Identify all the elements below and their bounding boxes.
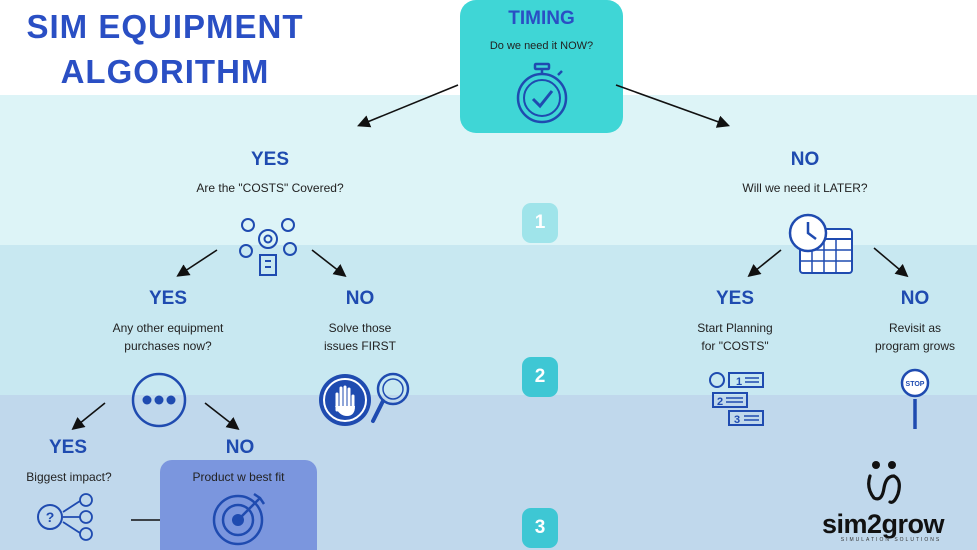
step-marker-2: 2 — [522, 357, 558, 397]
impact-options-icon: ? — [37, 493, 93, 541]
yes1-question: Are the "COSTS" Covered? — [196, 181, 344, 195]
no2-label: NO — [345, 288, 375, 309]
timing-question: Do we need it NOW? — [489, 40, 594, 52]
calendar-clock-icon — [788, 213, 853, 274]
svg-text:?: ? — [46, 509, 55, 525]
no2b-line1: Revisit as — [888, 321, 941, 335]
no3-question: Product w best fit — [192, 470, 285, 484]
timing-label: TIMING — [508, 8, 575, 29]
brand-logo-icon — [867, 461, 901, 504]
timing-box — [460, 0, 623, 133]
plan-number-3: 3 — [734, 414, 740, 426]
plan-number-2: 2 — [717, 396, 723, 408]
more-options-icon — [131, 372, 187, 428]
plan-number-1: 1 — [736, 376, 742, 388]
yes3-question: Biggest impact? — [26, 470, 112, 484]
page-title-line1: SIM EQUIPMENT — [26, 8, 304, 45]
step-marker-1: 1 — [522, 203, 558, 243]
yes2-line1: Any other equipment — [112, 321, 224, 335]
stop-sign-icon: STOP — [900, 368, 930, 429]
no2b-label: NO — [900, 288, 930, 309]
yes2-label: YES — [148, 288, 188, 309]
yes1-label: YES — [250, 149, 290, 170]
costs-icon — [239, 218, 297, 276]
no1-question: Will we need it LATER? — [742, 181, 868, 195]
planning-steps-icon: 1 2 3 — [709, 372, 764, 426]
no3-label: NO — [225, 437, 255, 458]
page-title-line2: ALGORITHM — [60, 53, 270, 90]
stopwatch-icon — [516, 62, 568, 124]
stop-sign-text: STOP — [906, 381, 925, 388]
no1-label: NO — [790, 149, 820, 170]
magnifier-icon — [371, 372, 410, 423]
stop-hand-icon — [319, 374, 371, 426]
yes2-line2: purchases now? — [124, 339, 212, 353]
no2-line1: Solve those — [328, 321, 392, 335]
yes2b-line2: for "COSTS" — [701, 339, 769, 353]
brand-name: sim2grow — [821, 509, 945, 539]
brand-tagline: SIMULATION SOLUTIONS — [840, 537, 942, 543]
step-marker-3: 3 — [522, 508, 558, 548]
no2-line2: issues FIRST — [323, 339, 396, 353]
yes3-label: YES — [48, 437, 88, 458]
no2b-line2: program grows — [874, 339, 956, 353]
yes2b-label: YES — [715, 288, 755, 309]
yes2b-line1: Start Planning — [697, 321, 773, 335]
target-icon — [212, 492, 266, 546]
